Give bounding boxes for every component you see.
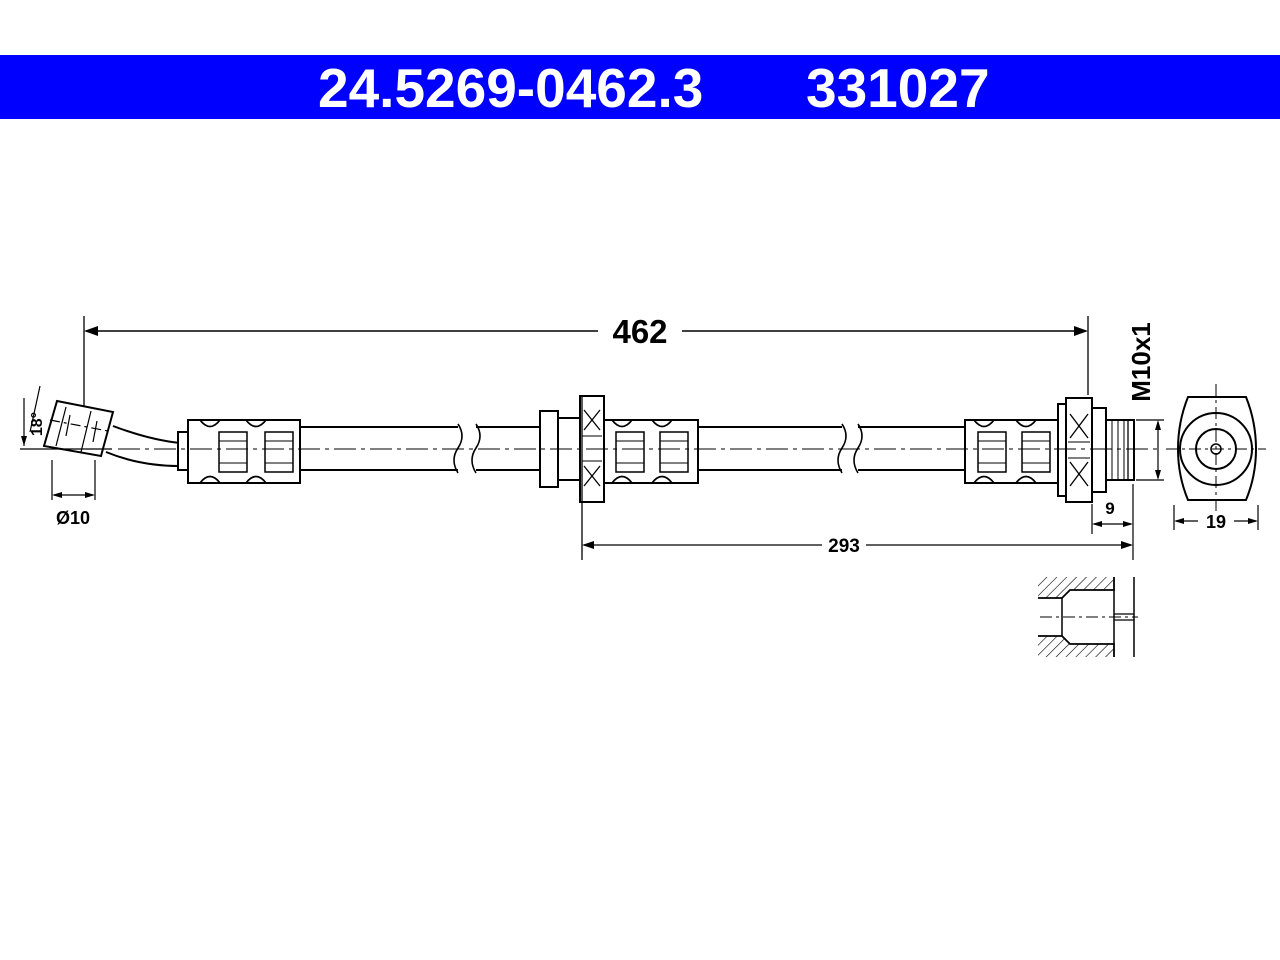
bracket-fitting-middle (539, 395, 605, 560)
port-section-view (1038, 577, 1138, 657)
crimp-sleeve-3 (964, 419, 1059, 484)
threaded-fitting-right (1057, 397, 1135, 503)
thread-dimension: M10x1 (1126, 322, 1164, 481)
part-number: 24.5269-0462.3 (318, 57, 704, 119)
fitting-length-label: 293 (828, 536, 860, 557)
thread-length-dimension: 9 (1091, 484, 1134, 560)
crimp-sleeve-1 (187, 419, 301, 484)
hose-segment-1 (300, 423, 540, 474)
banjo-fitting-left: 18° Ø10 (20, 385, 189, 528)
angle-label: 18° (29, 412, 46, 436)
end-view: 19 (1166, 384, 1266, 532)
diameter-label: Ø10 (56, 508, 90, 528)
crimp-sleeve-2 (603, 419, 699, 484)
fitting-length-dimension: 293 (582, 536, 1133, 557)
overall-length-dimension: 462 (83, 313, 1089, 410)
reference-number: 331027 (806, 57, 990, 119)
thread-label: M10x1 (1126, 322, 1156, 402)
hex-width-label: 19 (1206, 512, 1226, 532)
header-bar (0, 55, 1280, 119)
thread-length-label: 9 (1105, 499, 1114, 518)
overall-length-label: 462 (612, 313, 667, 350)
hose-segment-2 (698, 423, 965, 474)
